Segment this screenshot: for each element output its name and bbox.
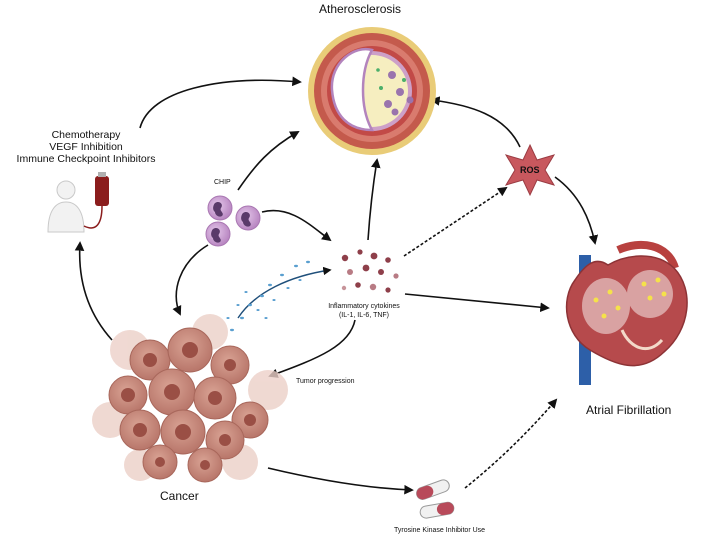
tki-label: Tyrosine Kinase Inhibitor Use xyxy=(394,527,486,534)
heart-icon xyxy=(565,240,688,385)
pill-capsules-icon xyxy=(416,479,455,519)
chemotherapy-label: Chemotherapy VEGF Inhibition Immune Chec… xyxy=(2,129,170,165)
arrow-cytokines-to-atherosclerosis xyxy=(367,158,381,241)
artery-cross-section-icon xyxy=(308,27,436,155)
chemo-line-2: VEGF Inhibition xyxy=(49,141,123,153)
chip-label: CHIP xyxy=(214,179,231,186)
cancer-label: Cancer xyxy=(160,489,199,503)
arrow-cancer-to-patient xyxy=(74,241,113,341)
cancer-cell-cluster-icon xyxy=(92,314,288,483)
patient-iv-bag-icon xyxy=(47,172,109,233)
chemo-line-1: Chemotherapy xyxy=(51,129,121,141)
cytokines-line-2: (IL-1, IL-6, TNF) xyxy=(338,312,390,319)
arrow-cytokines-to-cancer xyxy=(268,319,356,378)
cytokines-line-1: Inflammatory cytokines xyxy=(328,303,400,310)
tumor-progression-label: Tumor progression xyxy=(296,378,355,385)
cytokines-label: Inflammatory cytokines (IL-1, IL-6, TNF) xyxy=(318,302,410,320)
arrow-ros-to-atherosclerosis xyxy=(430,96,521,148)
cytokine-dots-icon xyxy=(341,249,399,293)
arrow-chemo-to-atherosclerosis xyxy=(139,76,302,129)
atrial-fibrillation-label: Atrial Fibrillation xyxy=(586,403,672,417)
ros-label: ROS xyxy=(520,165,540,175)
arrow-ros-to-heart xyxy=(554,176,599,245)
arrow-cytokines-to-heart xyxy=(404,293,550,313)
arrows xyxy=(74,76,599,495)
arrow-tki-to-heart xyxy=(464,398,558,489)
chip-blood-cells-icon xyxy=(205,195,261,247)
arrow-chip-to-cytokines xyxy=(261,209,332,242)
atherosclerosis-label: Atherosclerosis xyxy=(319,2,402,16)
ros-star-icon xyxy=(504,143,556,197)
arrow-tumor-secretion xyxy=(237,266,332,319)
arrow-chip-to-atherosclerosis xyxy=(237,131,300,191)
arrow-cytokines-to-ros xyxy=(403,186,508,257)
arrow-cancer-to-tki xyxy=(267,467,414,495)
arrow-chip-to-cancer xyxy=(172,244,209,316)
chemo-line-3: Immune Checkpoint Inhibitors xyxy=(16,153,156,165)
tumor-secretion-dots xyxy=(226,260,310,332)
